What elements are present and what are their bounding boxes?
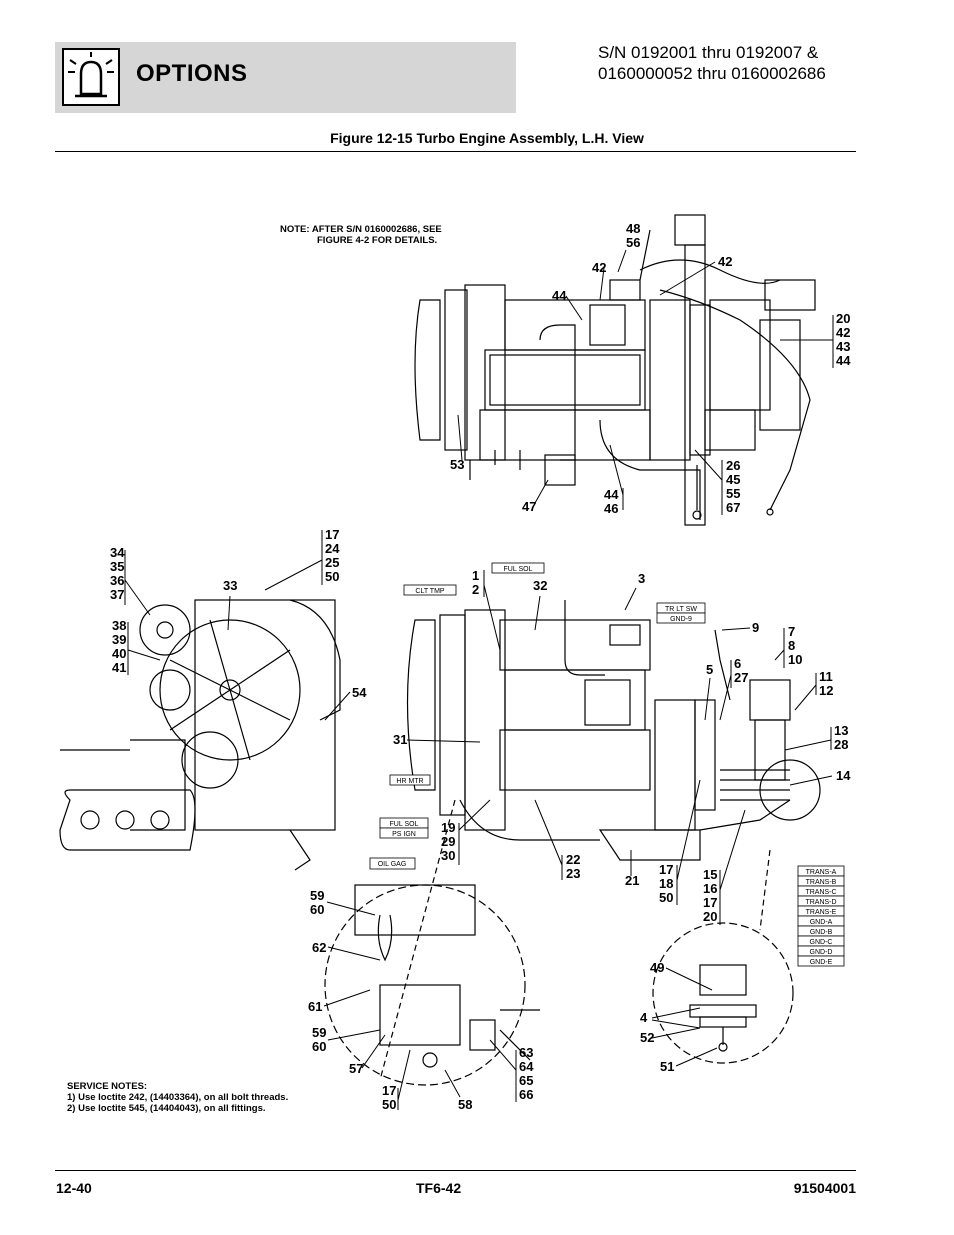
callout-52: 52 xyxy=(640,1030,654,1045)
serial-line-2: 0160000052 thru 0160002686 xyxy=(598,64,826,83)
tag-trans-b: TRANS-B xyxy=(806,879,837,886)
callout-49: 49 xyxy=(650,960,664,975)
callout-62: 62 xyxy=(312,940,326,955)
figure-title: Figure 12-15 Turbo Engine Assembly, L.H.… xyxy=(330,130,644,146)
tag-hr-mtr: HR MTR xyxy=(396,778,423,785)
section-title: OPTIONS xyxy=(136,60,248,87)
header-banner xyxy=(55,42,516,113)
page-number: 12-40 xyxy=(56,1180,92,1196)
tag-gnd-c: GND-C xyxy=(810,939,833,946)
callout-61: 61 xyxy=(308,999,322,1014)
oil-gauge-detail xyxy=(324,884,540,1086)
callout-53: 53 xyxy=(450,457,464,472)
tag-gnd-e: GND-E xyxy=(810,959,833,966)
note-line-1: NOTE: AFTER S/N 0160002686, SEE xyxy=(280,224,442,235)
tag-gnd-d: GND-D xyxy=(810,949,833,956)
mounting-bolt-detail xyxy=(652,922,794,1064)
tag-ful-sol-2: FUL SOL xyxy=(390,821,419,828)
header-rule xyxy=(55,151,856,152)
callout-5: 5 xyxy=(706,662,713,677)
tag-tr-lt-sw: TR LT SW xyxy=(665,606,697,613)
service-notes: SERVICE NOTES: 1) Use loctite 242, (1440… xyxy=(67,1081,288,1114)
tag-trans-d: TRANS-D xyxy=(805,899,836,906)
service-note-2: 2) Use loctite 545, (14404043), on all f… xyxy=(67,1103,266,1114)
document-number: 91504001 xyxy=(793,1180,856,1196)
callout-42a: 42 xyxy=(592,260,606,275)
top-engine-view xyxy=(414,214,816,526)
tag-trans-a: TRANS-A xyxy=(806,869,837,876)
callout-33: 33 xyxy=(223,578,237,593)
callout-14: 14 xyxy=(836,768,851,783)
callout-54: 54 xyxy=(352,685,367,700)
callout-42b: 42 xyxy=(718,254,732,269)
callout-3: 3 xyxy=(638,571,645,586)
callout-32: 32 xyxy=(533,578,547,593)
tag-gnd-9: GND-9 xyxy=(670,616,692,623)
callout-57: 57 xyxy=(349,1061,363,1076)
callout-9: 9 xyxy=(752,620,759,635)
side-engine-view xyxy=(406,600,821,861)
serial-note: NOTE: AFTER S/N 0160002686, SEE FIGURE 4… xyxy=(280,224,442,246)
serial-range: S/N 0192001 thru 0192007 & 0160000052 th… xyxy=(598,42,826,84)
callout-4: 4 xyxy=(640,1010,648,1025)
footer-rule xyxy=(55,1170,856,1171)
model-number: TF6-42 xyxy=(416,1180,462,1196)
options-icon xyxy=(62,48,120,106)
front-engine-view xyxy=(59,599,341,871)
callout-47: 47 xyxy=(522,499,536,514)
service-note-1: 1) Use loctite 242, (14403364), on all b… xyxy=(67,1092,289,1103)
callout-44: 44 xyxy=(552,288,567,303)
callout-21: 21 xyxy=(625,873,639,888)
tag-gnd-b: GND-B xyxy=(810,929,833,936)
tag-oil-gag: OIL GAG xyxy=(378,861,407,868)
tag-ps-ign: PS IGN xyxy=(392,831,416,838)
tag-ful-sol: FUL SOL xyxy=(504,566,533,573)
tag-gnd-a: GND-A xyxy=(810,919,833,926)
tag-clt-tmp: CLT TMP xyxy=(415,588,445,595)
tag-trans-c: TRANS-C xyxy=(805,889,836,896)
service-notes-heading: SERVICE NOTES: xyxy=(67,1081,148,1092)
tag-trans-e: TRANS-E xyxy=(806,909,837,916)
callout-31: 31 xyxy=(393,732,407,747)
callout-51: 51 xyxy=(660,1059,674,1074)
callout-58: 58 xyxy=(458,1097,472,1112)
serial-line-1: S/N 0192001 thru 0192007 & xyxy=(598,43,819,62)
note-line-2: FIGURE 4-2 FOR DETAILS. xyxy=(317,235,438,246)
